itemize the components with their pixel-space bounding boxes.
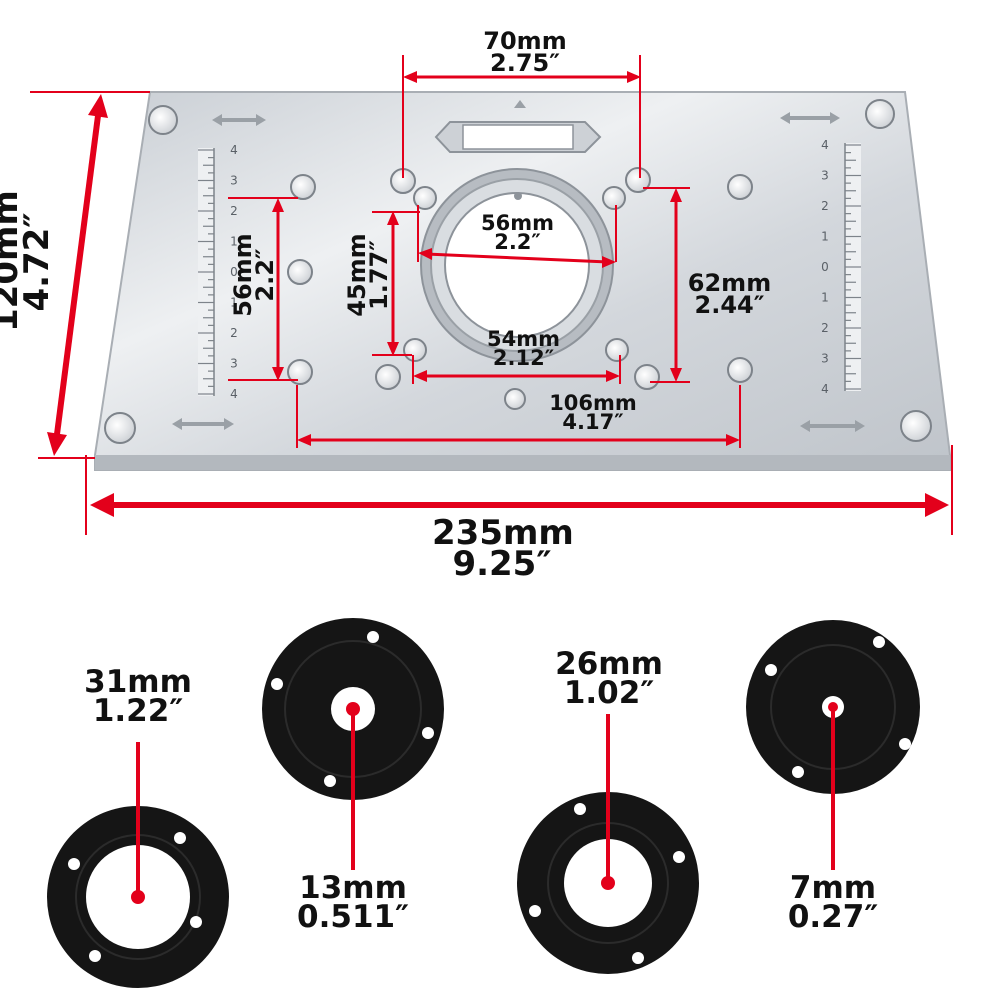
top-holes-mm: 70mm <box>483 27 567 55</box>
width-inch: 9.25″ <box>452 544 552 585</box>
ring-13mm-label: 13mm 0.511″ <box>288 870 418 935</box>
top-holes-dimension-label: 70mm 2.75″ <box>470 27 580 78</box>
ring-insert-31mm <box>47 806 229 988</box>
ruler-number: 4 <box>821 382 829 396</box>
opening-inner-inch: 2.12″ <box>492 346 555 371</box>
ruler-number: 4 <box>821 138 829 152</box>
bottom-holes-mm: 106mm <box>549 391 637 415</box>
plate-front-edge <box>95 455 950 470</box>
left-ruler-ticks <box>198 149 214 395</box>
ruler-number: 3 <box>821 352 829 366</box>
corner-holes <box>104 99 932 444</box>
ring-26mm-mm: 26mm <box>555 646 663 682</box>
ruler-number: 3 <box>230 174 238 188</box>
ruler-number: 4 <box>230 143 238 157</box>
left-holes-dimension-label: 56mm 2.2″ <box>229 230 280 320</box>
bottom-holes-dimension-label: 106mm 4.17″ <box>538 391 648 435</box>
ring-31mm-mm: 31mm <box>84 664 192 700</box>
left-ruler-numbers: 4 3 2 1 0 1 2 3 4 <box>230 143 238 401</box>
opening-outer-dimension-label: 56mm 2.2″ <box>470 211 565 255</box>
overall-dimension-arrows <box>47 94 949 517</box>
ruler-number: 2 <box>821 199 829 213</box>
ruler-number: 1 <box>230 235 238 249</box>
ring-7mm-label: 7mm 0.27″ <box>778 870 888 935</box>
opening-inner-dimension-label: 54mm 2.12″ <box>476 327 571 371</box>
ring-leader-lines <box>136 707 835 893</box>
extension-lines <box>30 55 953 535</box>
ruler-number: 0 <box>230 265 238 279</box>
height-inch: 4.72″ <box>17 212 58 312</box>
ring-holes-inch: 1.77″ <box>365 240 394 310</box>
ring-26mm-label: 26mm 1.02″ <box>544 646 674 711</box>
ruler-number: 2 <box>230 204 238 218</box>
ring-31mm-label: 31mm 1.22″ <box>70 664 206 729</box>
ring-31mm-inch: 1.22″ <box>92 692 184 729</box>
ring-7mm-mm: 7mm <box>789 870 877 906</box>
ruler-number: 1 <box>821 230 829 244</box>
ring-26mm-inch: 1.02″ <box>563 674 655 711</box>
ruler-number: 3 <box>230 357 238 371</box>
height-dimension-label: 120mm 4.72″ <box>0 190 58 332</box>
ring-7mm-inch: 0.27″ <box>787 898 879 935</box>
ruler-number: 0 <box>821 260 829 274</box>
ruler-number: 2 <box>821 321 829 335</box>
etched-arrows <box>172 112 865 432</box>
ring-13mm-inch: 0.511″ <box>297 898 409 935</box>
right-holes-mm: 62mm <box>687 269 772 297</box>
ring-holes-dimension-label: 45mm 1.77″ <box>343 225 394 325</box>
top-holes-inch: 2.75″ <box>490 49 560 78</box>
opening-outer-inch-value: 2.2″ <box>494 230 541 255</box>
right-holes-inch: 2.44″ <box>694 291 765 320</box>
left-holes-inch: 2.2″ <box>251 248 280 302</box>
ring-insert-26mm <box>517 792 699 974</box>
ruler-number: 4 <box>230 387 238 401</box>
right-holes-dimension-label: 62mm 2.44″ <box>682 269 777 320</box>
right-ruler-numbers: 4 3 2 1 0 1 2 3 4 <box>821 138 829 396</box>
ruler-number: 1 <box>230 296 238 310</box>
ruler-number: 3 <box>821 169 829 183</box>
opening-inner-mm: 54mm <box>487 327 560 351</box>
right-ruler-ticks <box>845 144 861 390</box>
ruler-number: 1 <box>821 291 829 305</box>
width-dimension-label: 235mm 9.25″ <box>432 513 574 585</box>
mounting-holes <box>287 167 753 410</box>
top-slot <box>434 100 602 153</box>
bottom-holes-inch: 4.17″ <box>562 410 624 435</box>
ruler-number: 2 <box>230 326 238 340</box>
width-mm: 235mm <box>432 513 574 553</box>
router-opening <box>420 168 614 362</box>
dimension-arrows <box>272 71 740 446</box>
opening-outer-mm: 56mm <box>481 211 554 235</box>
ring-13mm-mm: 13mm <box>299 870 407 906</box>
